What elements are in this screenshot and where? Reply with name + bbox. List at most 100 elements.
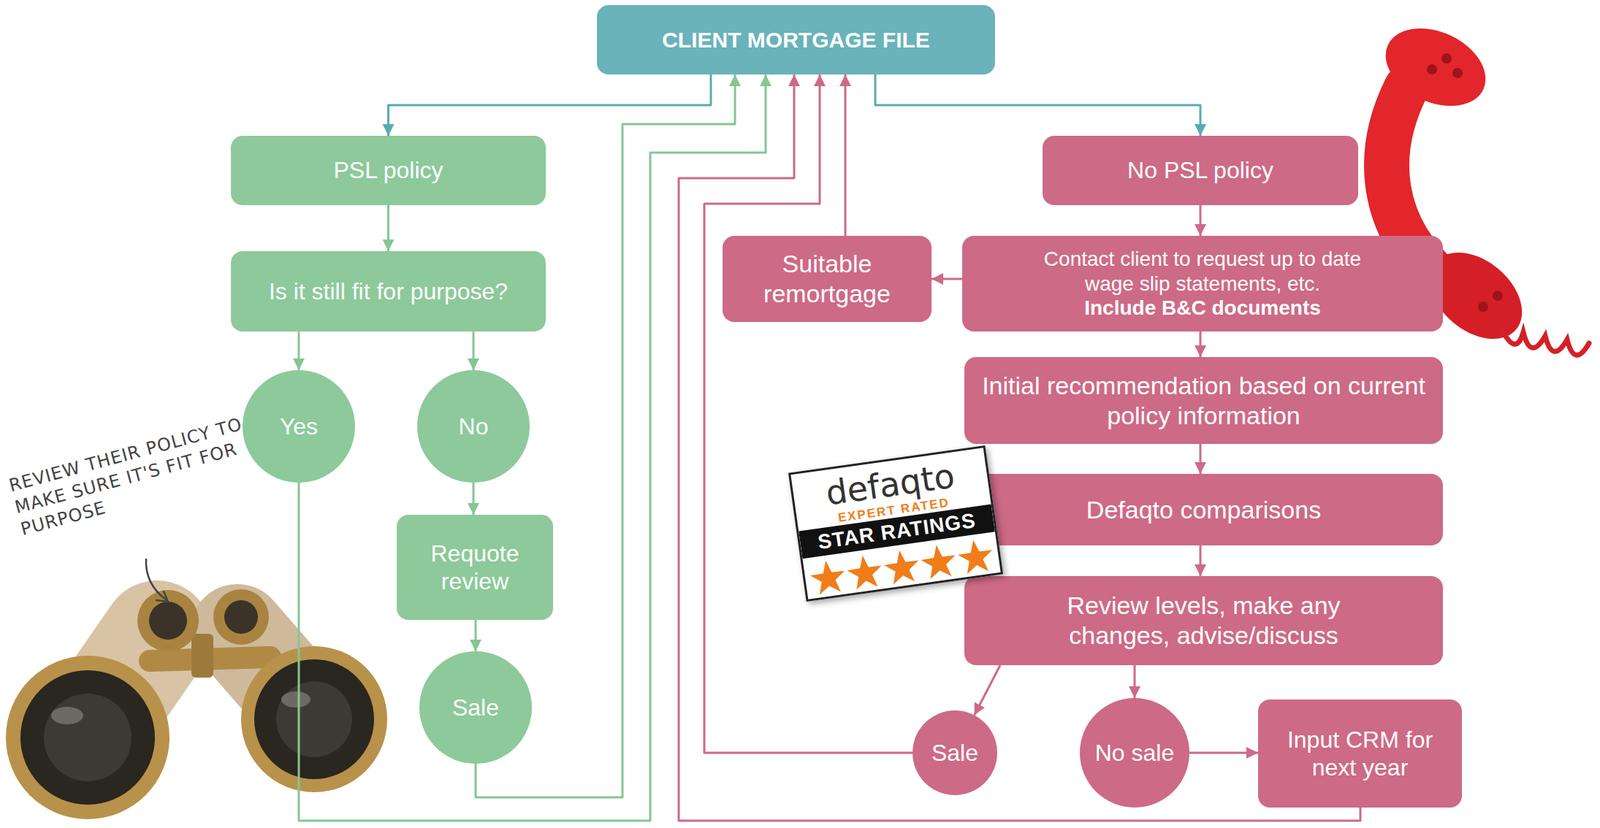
node-label: No PSL policy [1051,156,1350,185]
flow-connector [974,665,1001,716]
node-label: Review levels, make any changes, advise/… [1014,591,1394,651]
node-text-group: Sale [921,739,990,768]
process-box: No PSL policy [1042,135,1359,206]
speaker-hole [1477,301,1489,312]
flow-connector [298,331,301,371]
flow-connector [474,620,478,652]
rating-star [845,553,885,591]
node-text-group: Review levels, make any changes, advise/… [1014,591,1394,651]
speaker-hole [1441,53,1452,64]
node-label: Sale [430,694,521,722]
node-text-group: Yes [253,412,344,441]
node-label: PSL policy [239,156,537,185]
rating-star [808,558,848,597]
node-note: Include B&C documents [1027,295,1378,321]
rating-star [956,537,996,575]
node-label: CLIENT MORTGAGE FILE [605,27,987,54]
earpiece [1372,13,1498,122]
node-text-group: Input CRM for next year [1266,726,1454,783]
lens [43,694,132,782]
flow-connector [875,74,1201,136]
defaqto-badge: defaqto EXPERT RATED STAR RATINGS [788,445,1004,603]
node-label: Is it still fit for purpose? [239,277,537,306]
eyepiece [149,602,188,640]
flow-connector [1199,331,1202,358]
node-text-group: No sale [1090,739,1179,768]
node-label: Contact client to request up to date wag… [1027,246,1378,296]
node-label: Defaqto comparisons [973,495,1435,526]
binoculars [5,589,388,820]
circle-fill [1079,698,1190,809]
node-text-group: No PSL policy [1051,156,1350,185]
node-text-group: PSL policy [239,156,537,185]
node-label: Initial recommendation based on current … [973,371,1435,432]
lens-highlight [281,691,311,708]
process-box: Suitable remortgage [722,235,932,323]
circle-fill [912,710,998,796]
circle-fill [419,651,532,765]
flow-connector [387,205,390,252]
speaker-hole [1492,290,1503,302]
node-text-group: Suitable remortgage [731,249,923,310]
process-box: PSL policy [230,135,546,206]
rating-star [882,547,922,586]
process-box: Input CRM for next year [1258,699,1462,809]
node-label: Input CRM for next year [1266,726,1454,783]
process-box: Requote review [396,515,554,621]
node-label: Requote review [405,539,545,597]
circle-fill [417,370,530,483]
flow-connector [1199,545,1202,577]
rating-star [919,542,958,581]
node-text-group: Is it still fit for purpose? [239,277,537,306]
node-text-group: Defaqto comparisons [973,495,1435,526]
process-box: Initial recommendation based on current … [964,357,1443,445]
node-text-group: Requote review [405,539,545,597]
leader-arrow [146,558,169,603]
node-label: Sale [921,739,990,768]
outcome-circle: Sale [912,710,998,796]
lens-ring [5,656,170,820]
node-label: No sale [1090,739,1179,768]
focus-wheel [191,634,214,678]
eyepiece [213,589,269,646]
lens [254,659,375,780]
node-label: No [428,412,518,441]
lens-ring [241,646,388,793]
node-label: Suitable remortgage [731,249,923,310]
node-text-group: CLIENT MORTGAGE FILE [605,27,987,54]
lens [20,670,155,806]
outcome-circle: No [417,370,530,483]
outcome-circle: Yes [242,370,356,483]
node-text-group: Initial recommendation based on current … [973,371,1435,432]
handwritten-note: REVIEW THEIR POLICY TO MAKE SURE IT'S FI… [6,407,279,543]
lens [276,681,353,758]
flow-connector [1199,444,1202,475]
flow-connector [472,482,475,516]
flow-connector [1189,752,1259,755]
flow-connector [931,278,963,281]
eyepiece [137,590,199,652]
flow-connector [844,74,847,236]
flow-connector [472,331,475,371]
speaker-hole [1452,67,1463,79]
node-text-group: No [428,412,518,441]
process-box: Contact client to request up to date wag… [962,235,1443,332]
lens-highlight [51,707,84,725]
process-box: Defaqto comparisons [964,474,1443,546]
process-box: Is it still fit for purpose? [230,251,546,332]
node-text-group: Sale [430,694,521,722]
flow-connector [1199,205,1202,236]
speaker-hole [1426,64,1438,75]
flow-connector [704,74,913,754]
outcome-circle: No sale [1079,698,1190,809]
node-label: Yes [253,412,344,441]
circle-fill [242,370,356,483]
leader-line [146,558,167,601]
node-text-group: Contact client to request up to date wag… [1027,246,1378,321]
phone-cord [1501,328,1590,356]
flow-connector [388,74,712,136]
flow-connector [1133,665,1137,699]
process-box: CLIENT MORTGAGE FILE [596,5,996,75]
leader-head [156,591,169,603]
eyepiece [224,600,258,635]
